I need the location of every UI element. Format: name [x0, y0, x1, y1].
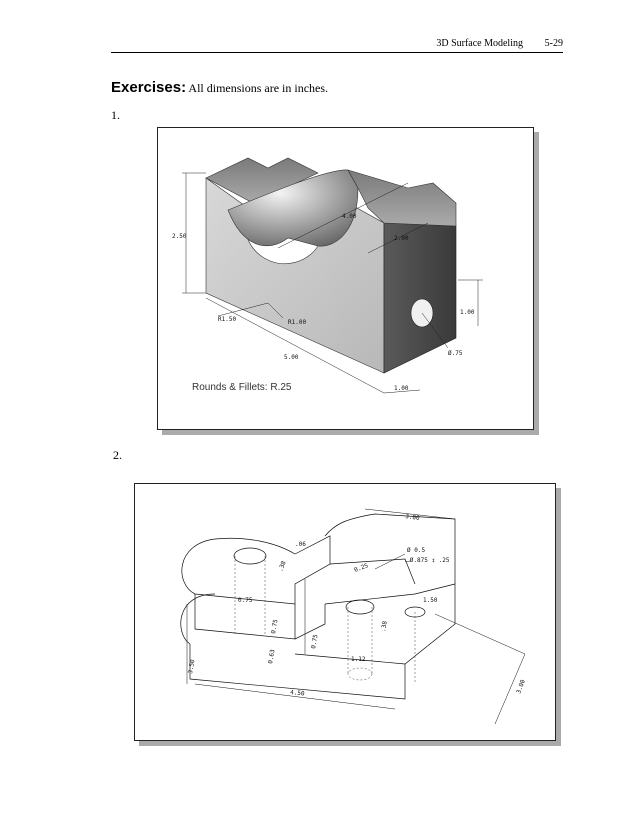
dim-cbore: ⌴Ø.875 ↧ .25 — [405, 557, 450, 564]
dim-075b: 0.75 — [270, 619, 279, 635]
dim-width: 2.00 — [394, 235, 409, 242]
dim-075a: 0.75 — [238, 597, 253, 604]
hidden-lines — [234, 556, 416, 684]
dim-075c: 0.75 — [310, 634, 319, 650]
dim-112: 1.12 — [351, 656, 366, 663]
exercise-number-2: 2. — [113, 448, 122, 462]
section-title: 3D Surface Modeling — [436, 38, 523, 49]
exercises-label: Exercises: — [111, 79, 187, 96]
exercises-note: All dimensions are in inches. — [188, 81, 329, 95]
exercises-heading: Exercises: All dimensions are in inches. — [111, 79, 328, 96]
dim-r2: 0.25 — [353, 562, 369, 574]
figure-2-drawing: 3.00 .06 .38 0.25 Ø 0.5 ⌴Ø.875 ↧ .25 0.7… — [180, 508, 527, 725]
part-outline — [180, 513, 456, 700]
dim-height: 2.50 — [172, 233, 187, 240]
dim-length: 5.00 — [284, 354, 299, 361]
dim-300: 3.00 — [515, 678, 527, 694]
dim-r-outer: R1.50 — [218, 316, 236, 323]
dim-hole-dia: Ø.75 — [448, 350, 463, 357]
figure-1-drawing: 2.50 4.00 2.00 R1.50 R1.00 1.00 5.00 1.0… — [172, 157, 483, 394]
dim-063: 0.63 — [267, 649, 276, 665]
figure-1-dimension-lines — [182, 172, 483, 394]
dim-hole-dia: Ø 0.5 — [407, 547, 425, 554]
figure-2-dimension-lines — [186, 508, 526, 725]
figure-2: 3.00 .06 .38 0.25 Ø 0.5 ⌴Ø.875 ↧ .25 0.7… — [134, 483, 556, 741]
dim-hole-offset: 1.00 — [394, 385, 409, 392]
dim-150: 1.50 — [423, 597, 438, 604]
page-header: 3D Surface Modeling 5-29 — [111, 36, 563, 53]
rounds-note: Rounds & Fillets: R.25 — [192, 382, 292, 393]
cylinder-cut — [227, 169, 359, 247]
dim-038: .38 — [380, 620, 389, 632]
dim-d1: .38 — [277, 560, 287, 573]
dim-350: 3.50 — [187, 659, 196, 675]
dim-r-inner: R1.00 — [288, 319, 306, 326]
dim-top-len: 3.00 — [405, 513, 421, 522]
block-top-right — [347, 169, 457, 227]
figure-1: 2.50 4.00 2.00 R1.50 R1.00 1.00 5.00 1.0… — [157, 127, 534, 430]
dim-hole-height: 1.00 — [460, 309, 475, 316]
exercise-number-1: 1. — [111, 108, 120, 122]
dim-slot: 4.00 — [342, 213, 357, 220]
dim-r1: .06 — [295, 541, 306, 548]
page-number: 5-29 — [544, 38, 563, 49]
block-right-face — [383, 222, 457, 374]
dim-450: 4.50 — [290, 689, 305, 698]
